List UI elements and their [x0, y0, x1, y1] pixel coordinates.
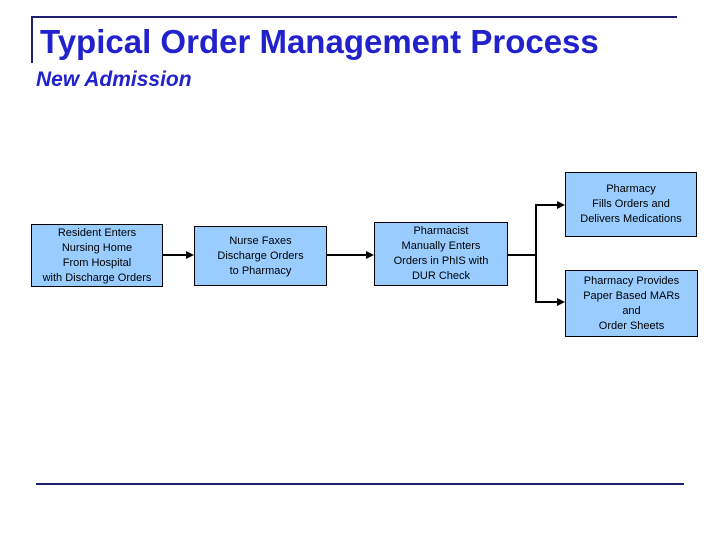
connector-segment-branch-vertical [535, 204, 537, 303]
connector-segment-to-fills [537, 204, 558, 206]
connector-segment-2 [327, 254, 367, 256]
footer-rule [36, 483, 684, 485]
arrowhead-icon [186, 251, 194, 259]
connector-segment-1 [163, 254, 188, 256]
flow-box-pharmacy-fills: Pharmacy Fills Orders and Delivers Medic… [565, 172, 697, 237]
arrowhead-icon [557, 298, 565, 306]
flow-box-pharmacy-provides: Pharmacy Provides Paper Based MARs and O… [565, 270, 698, 337]
flow-box-pharmacist-enters: Pharmacist Manually Enters Orders in PhI… [374, 222, 508, 286]
flow-box-label: Nurse Faxes Discharge Orders to Pharmacy [217, 234, 304, 277]
arrowhead-icon [366, 251, 374, 259]
arrowhead-icon [557, 201, 565, 209]
flow-box-label: Pharmacy Fills Orders and Delivers Medic… [580, 183, 682, 225]
flow-box-label: Pharmacist Manually Enters Orders in PhI… [393, 225, 489, 282]
flow-box-label: Pharmacy Provides Paper Based MARs and O… [583, 274, 680, 332]
slide-subtitle: New Admission [36, 68, 192, 91]
slide-title: Typical Order Management Process [40, 23, 599, 60]
flow-box-label: Resident Enters Nursing Home From Hospit… [42, 226, 152, 284]
title-top-rule [31, 16, 677, 18]
flow-box-resident-enters: Resident Enters Nursing Home From Hospit… [31, 224, 163, 287]
connector-segment-branch-stem [508, 254, 537, 256]
flow-box-nurse-faxes: Nurse Faxes Discharge Orders to Pharmacy [194, 226, 327, 286]
title-left-rule [31, 16, 33, 63]
connector-segment-to-provides [537, 301, 558, 303]
